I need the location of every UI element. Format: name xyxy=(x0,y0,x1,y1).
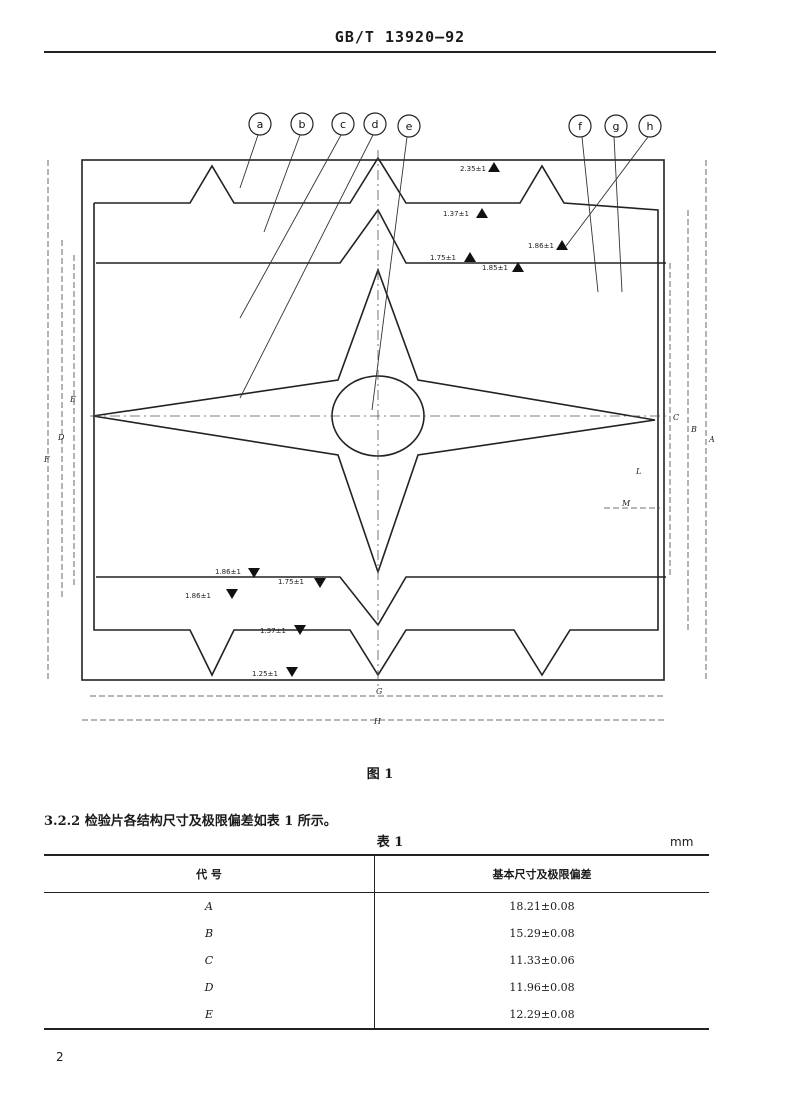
leader-b xyxy=(263,134,301,233)
dimension-lines xyxy=(47,160,707,721)
row-value: 11.33±0.06 xyxy=(509,954,575,967)
header-rule xyxy=(44,51,716,53)
thickness-mark-4: 1.75±1 xyxy=(430,254,456,262)
label-e: e xyxy=(406,120,413,133)
label-circle-g xyxy=(604,114,628,138)
recess-bottom xyxy=(96,576,666,627)
section-paragraph: 3.2.2 检验片各结构尺寸及极限偏差如表 1 所示。 xyxy=(44,814,337,829)
thickness-mark-8: 1.86±1 xyxy=(185,592,211,600)
leader-lines xyxy=(239,134,649,411)
thickness-triangles xyxy=(226,162,568,677)
leader-e xyxy=(371,136,408,411)
table-row: D 11.96±0.08 xyxy=(44,974,709,1001)
inner-outline xyxy=(93,156,659,677)
triangle-down-4 xyxy=(294,625,306,635)
leader-labels: a b c d e f g h xyxy=(257,118,654,133)
dim-f-label: F xyxy=(43,455,50,464)
dim-h-label: H xyxy=(373,717,382,726)
row-code: A xyxy=(44,892,375,920)
triangle-down-3 xyxy=(226,589,238,599)
triangle-up-3 xyxy=(464,252,476,262)
label-circle-e xyxy=(397,114,421,138)
thickness-mark-7: 1.75±1 xyxy=(278,578,304,586)
label-c: c xyxy=(340,118,346,131)
dim-e-label: E xyxy=(69,395,76,404)
page-number: 2 xyxy=(56,1050,64,1064)
label-f: f xyxy=(578,120,583,133)
leader-h xyxy=(565,136,649,247)
thickness-mark-3: 1.86±1 xyxy=(528,242,554,250)
label-circle-d xyxy=(363,112,387,136)
row-value: 11.96±0.08 xyxy=(509,981,575,994)
thickness-mark-6: 1.86±1 xyxy=(215,568,241,576)
leader-g xyxy=(613,136,623,293)
dim-l-label: L xyxy=(635,467,641,476)
triangle-down-1 xyxy=(248,568,260,578)
dim-b-label: B xyxy=(690,425,697,434)
dim-c-label: C xyxy=(673,413,679,422)
table-row: B 15.29±0.08 xyxy=(44,920,709,947)
leader-c xyxy=(239,134,342,319)
label-circle-h xyxy=(638,114,662,138)
label-d: d xyxy=(372,118,379,131)
technical-drawing: a b c d e f g h 2.35±1 1.37±1 1.86±1 1.7… xyxy=(43,112,715,726)
triangle-up-1 xyxy=(488,162,500,172)
outline-group xyxy=(81,156,666,681)
label-circle-a xyxy=(248,112,272,136)
row-code: B xyxy=(44,920,375,947)
row-code: C xyxy=(44,947,375,974)
table-header-row: 代 号 基本尺寸及极限偏差 xyxy=(44,854,709,893)
triangle-up-5 xyxy=(556,240,568,250)
dim-d-label: D xyxy=(57,433,65,442)
label-h: h xyxy=(647,120,654,133)
row-value: 12.29±0.08 xyxy=(374,1001,709,1030)
label-circle-c xyxy=(331,112,355,136)
table-row: A 18.21±0.08 xyxy=(44,892,709,920)
star-shape xyxy=(92,267,656,575)
table-row: E 12.29±0.08 xyxy=(44,1001,709,1030)
leader-d xyxy=(239,134,374,399)
dim-a-label: A xyxy=(708,435,715,444)
row-code: E xyxy=(44,1001,375,1030)
thickness-text: 2.35±1 1.37±1 1.86±1 1.75±1 1.85±1 1.86±… xyxy=(185,165,554,678)
triangle-up-4 xyxy=(512,262,524,272)
header-code: 代 号 xyxy=(44,854,375,893)
label-b: b xyxy=(299,118,306,131)
dim-g-label: G xyxy=(376,687,383,696)
outer-plate xyxy=(81,159,665,681)
row-value: 15.29±0.08 xyxy=(509,927,575,940)
header-value: 基本尺寸及极限偏差 xyxy=(374,854,709,893)
thickness-mark-9: 1.37±1 xyxy=(260,627,286,635)
standard-code: GB/T 13920—92 xyxy=(334,28,466,46)
row-value: 18.21±0.08 xyxy=(509,900,575,913)
centre-lines xyxy=(90,150,670,690)
label-a: a xyxy=(257,118,264,131)
triangle-up-2 xyxy=(476,208,488,218)
thickness-mark-2: 1.37±1 xyxy=(443,210,469,218)
triangle-down-5 xyxy=(286,667,298,677)
dimensions-table: 代 号 基本尺寸及极限偏差 A 18.21±0.08 B 15.29±0.08 … xyxy=(44,854,709,1030)
triangle-down-2 xyxy=(314,578,326,588)
dimension-letters: F D E C B A G H L M xyxy=(43,395,715,726)
label-circle-f xyxy=(568,114,592,138)
table-row: C 11.33±0.06 xyxy=(44,947,709,974)
thickness-mark-1: 2.35±1 xyxy=(460,165,486,173)
dim-m-label: M xyxy=(621,499,631,508)
thickness-mark-5: 1.85±1 xyxy=(482,264,508,272)
table-unit: mm xyxy=(670,835,694,849)
leader-circles xyxy=(248,112,662,138)
recess-top xyxy=(96,208,666,264)
label-circle-b xyxy=(290,112,314,136)
figure-caption: 图 1 xyxy=(366,767,394,782)
label-g: g xyxy=(613,120,620,133)
row-code: D xyxy=(44,974,375,1001)
leader-a xyxy=(239,134,259,189)
thickness-mark-10: 1.25±1 xyxy=(252,670,278,678)
table-title: 表 1 xyxy=(376,835,404,850)
